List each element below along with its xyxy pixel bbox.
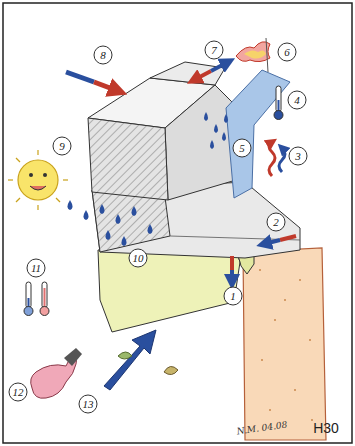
thermometers	[24, 282, 49, 316]
callout-number: 5	[233, 139, 252, 158]
glass-pane	[226, 70, 290, 198]
callout-number: 7	[205, 41, 224, 60]
sash-section	[88, 118, 168, 200]
callout-number: 6	[278, 43, 297, 62]
rain-drops	[68, 200, 153, 246]
frame	[3, 3, 352, 443]
callout-number: 11	[27, 259, 46, 278]
callout-number: 12	[9, 383, 28, 402]
callout-number: 13	[79, 395, 98, 414]
callout-number: 9	[53, 137, 72, 156]
callout-number: 3	[289, 147, 308, 166]
water-drops	[204, 112, 228, 149]
signature: N.M. 04.08	[236, 420, 288, 437]
callout-number: 2	[267, 213, 286, 232]
thermometer	[274, 86, 283, 120]
sash-step	[150, 62, 225, 85]
hand	[31, 348, 82, 398]
callout-number: 10	[129, 249, 148, 268]
figure-code: H30	[313, 420, 339, 436]
wall	[243, 248, 326, 440]
callout-number: 8	[94, 46, 113, 65]
callout-number: 1	[224, 287, 243, 306]
sun	[8, 150, 68, 210]
callout-number: 4	[288, 91, 307, 110]
wall-texture	[259, 269, 313, 421]
fire	[236, 38, 270, 72]
